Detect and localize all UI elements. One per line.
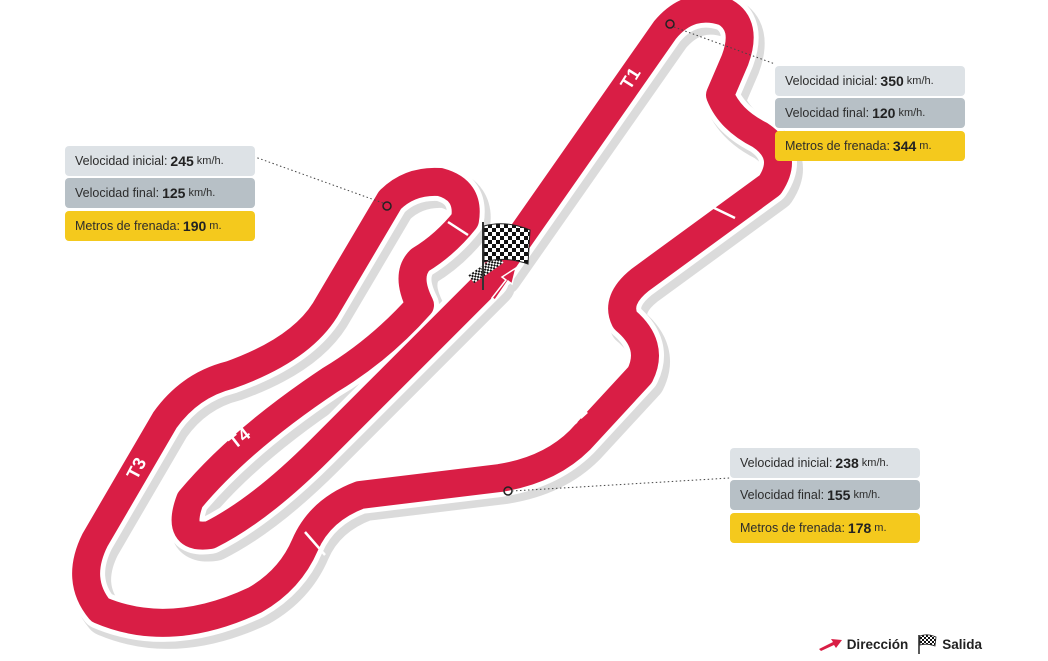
initial-speed-unit: km/h. [906,75,934,87]
final-speed-row: Velocidad final: 120 km/h. [775,98,965,128]
initial-speed-label: Velocidad inicial: [75,154,168,168]
start-finish [468,222,531,302]
final-speed-value: 125 [162,185,186,201]
initial-speed-value: 245 [170,153,194,169]
legend: Dirección Salida [817,633,982,655]
braking-distance-unit: m. [209,220,222,232]
legend-start-label: Salida [942,636,982,652]
final-speed-label: Velocidad final: [740,488,825,502]
leader-line [511,477,731,492]
track [67,0,803,649]
braking-distance-row: Metros de frenada: 190 m. [65,211,255,241]
sector-divider [304,531,326,556]
final-speed-unit: km/h. [853,489,881,501]
braking-distance-label: Metros de frenada: [75,219,180,233]
final-speed-row: Velocidad final: 155 km/h. [730,480,920,510]
legend-direction: Dirección [817,636,909,652]
braking-markers [254,19,776,496]
checkered-flag-icon [483,223,531,265]
braking-point-marker [665,19,675,29]
sector-divider [447,220,469,237]
initial-speed-unit: km/h. [861,457,889,469]
braking-distance-label: Metros de frenada: [785,139,890,153]
legend-start: Salida [916,633,982,655]
braking-distance-value: 178 [847,520,872,536]
braking-distance-value: 190 [182,218,207,234]
initial-speed-label: Velocidad inicial: [785,74,878,88]
legend-direction-label: Dirección [846,636,909,652]
braking-distance-row: Metros de frenada: 344 m. [775,131,965,161]
initial-speed-unit: km/h. [196,155,224,167]
final-speed-label: Velocidad final: [785,106,870,120]
direction-arrow-icon [490,266,518,302]
braking-point-marker [382,201,392,211]
initial-speed-row: Velocidad inicial: 350 km/h. [775,66,965,96]
final-speed-row: Velocidad final: 125 km/h. [65,178,255,208]
sector-divider [707,203,736,220]
final-speed-unit: km/h. [188,187,216,199]
track-surface [72,0,792,637]
initial-speed-value: 350 [880,73,904,89]
final-speed-value: 120 [872,105,896,121]
initial-speed-row: Velocidad inicial: 245 km/h. [65,146,255,176]
initial-speed-value: 238 [835,455,859,471]
final-speed-label: Velocidad final: [75,186,160,200]
start-line [468,254,504,284]
initial-speed-label: Velocidad inicial: [740,456,833,470]
braking-point-marker [503,486,513,496]
final-speed-unit: km/h. [898,107,926,119]
braking-distance-value: 344 [892,138,917,154]
leader-line [254,156,384,204]
braking-distance-label: Metros de frenada: [740,521,845,535]
checkered-flag-icon [918,634,937,654]
braking-distance-unit: m. [919,140,932,152]
braking-distance-row: Metros de frenada: 178 m. [730,513,920,543]
direction-arrow-icon [818,639,842,651]
initial-speed-row: Velocidad inicial: 238 km/h. [730,448,920,478]
final-speed-value: 155 [827,487,851,503]
braking-distance-unit: m. [874,522,887,534]
